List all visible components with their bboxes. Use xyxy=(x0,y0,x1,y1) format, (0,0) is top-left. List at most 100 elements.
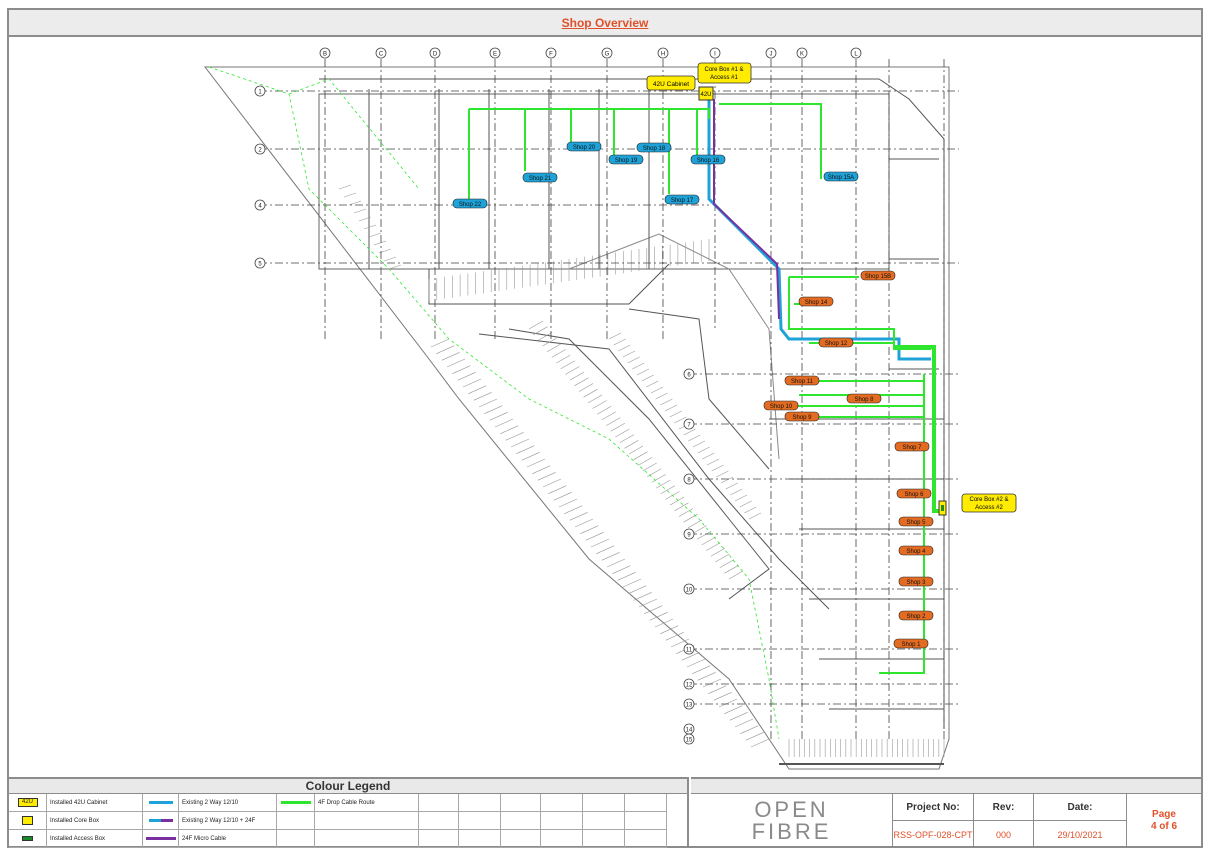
project-value: RSS-OPF-028-CPT xyxy=(893,829,973,840)
equipment: 42U xyxy=(698,86,947,516)
core-box-2-line-2: Access #2 xyxy=(975,505,1003,511)
grid-bubble-top: B xyxy=(319,47,331,59)
legend-empty xyxy=(583,830,625,848)
access-box-marker xyxy=(941,505,944,511)
callouts: 42U Cabinet Core Box #1 & Access #1 Core… xyxy=(646,62,1017,513)
grid-bubble-top: H xyxy=(657,47,669,59)
grid-bubble-top: F xyxy=(545,47,557,59)
svg-text:Shop 1: Shop 1 xyxy=(901,642,921,648)
cabinet-42u-marker xyxy=(698,86,714,101)
svg-text:4: 4 xyxy=(258,204,262,210)
legend-empty xyxy=(315,812,419,830)
rev-value: 000 xyxy=(995,829,1012,840)
svg-text:Shop 21: Shop 21 xyxy=(529,176,552,182)
legend-empty xyxy=(583,794,625,812)
svg-text:Shop 9: Shop 9 xyxy=(792,415,812,421)
drop-cable-swatch xyxy=(277,794,315,812)
legend-empty xyxy=(541,794,583,812)
title-block: OPEN FIBRE Project No: RSS-OPF-028-CPT R… xyxy=(691,777,1201,848)
svg-text:H: H xyxy=(661,52,665,58)
svg-text:B: B xyxy=(323,52,327,58)
cable-routes xyxy=(468,97,944,674)
grid-bubble-right: 8 xyxy=(683,473,695,485)
grid-bubble-top: J xyxy=(765,47,777,59)
core-box-swatch xyxy=(9,812,47,830)
title-block-header xyxy=(691,779,1201,794)
shop-label: Shop 10 xyxy=(763,400,799,411)
svg-text:K: K xyxy=(800,52,804,58)
cabinet-callout xyxy=(646,75,696,91)
legend-cable-24f: Existing 2 Way 12/10 + 24F xyxy=(179,812,277,830)
legend-empty xyxy=(419,830,459,848)
page-label: Page xyxy=(1152,809,1176,820)
svg-text:Shop 4: Shop 4 xyxy=(906,549,926,555)
grid-bubble-right: 6 xyxy=(683,368,695,380)
core-box-2-line-1: Core Box #2 & xyxy=(969,497,1008,503)
legend-item-access-box: Installed Access Box xyxy=(47,830,143,848)
svg-text:Shop 16: Shop 16 xyxy=(697,158,720,164)
legend-item-cabinet: Installed 42U Cabinet xyxy=(47,794,143,812)
grid-bubble-right: 12 xyxy=(683,678,695,690)
access-box-swatch xyxy=(9,830,47,848)
legend-empty xyxy=(419,812,459,830)
svg-text:Shop 17: Shop 17 xyxy=(671,198,694,204)
logo-top: OPEN xyxy=(754,797,829,822)
drawing-sheet: Shop Overview xyxy=(7,8,1203,848)
shop-label: Shop 15A xyxy=(823,171,859,182)
legend-empty xyxy=(501,812,541,830)
shop-label: Shop 9 xyxy=(784,411,820,422)
shop-label: Shop 22 xyxy=(452,198,488,209)
revision-cell: Rev: 000 xyxy=(974,794,1034,848)
core-box-1-callout xyxy=(697,62,752,84)
svg-text:Shop 2: Shop 2 xyxy=(906,614,926,620)
page-value: 4 of 6 xyxy=(1150,821,1178,832)
legend-empty xyxy=(315,830,419,848)
grid-bubble-right: 9 xyxy=(683,528,695,540)
svg-text:2: 2 xyxy=(258,148,262,154)
cabinet-swatch-label: 42U xyxy=(17,798,38,807)
svg-text:1: 1 xyxy=(258,90,262,96)
cabinet-swatch: 42U xyxy=(9,794,47,812)
project-label: Project No: xyxy=(893,794,973,821)
legend-route-drop: 4F Drop Cable Route xyxy=(315,794,419,812)
legend-grid: 42U Installed 42U Cabinet Existing 2 Way… xyxy=(9,794,687,848)
grid-bubble-right: 15 xyxy=(683,733,695,745)
svg-text:9: 9 xyxy=(687,533,691,539)
shop-label: Shop 18 xyxy=(636,142,672,153)
shop-label: Shop 12 xyxy=(818,337,854,348)
svg-text:Shop 6: Shop 6 xyxy=(904,492,924,498)
svg-text:C: C xyxy=(379,52,384,58)
legend-title: Colour Legend xyxy=(9,779,687,794)
svg-text:Shop 11: Shop 11 xyxy=(791,379,814,385)
legend-cable-micro: 24F Micro Cable xyxy=(179,830,277,848)
svg-text:Shop 5: Shop 5 xyxy=(906,520,926,526)
legend-cable-existing: Existing 2 Way 12/10 xyxy=(179,794,277,812)
svg-text:E: E xyxy=(493,52,497,58)
legend-empty xyxy=(625,830,667,848)
micro-cable-swatch xyxy=(143,830,179,848)
date-value: 29/10/2021 xyxy=(1057,829,1103,840)
grid-bubble-right: 14 xyxy=(683,723,695,735)
svg-text:Shop 15A: Shop 15A xyxy=(828,175,854,181)
svg-text:Shop 3: Shop 3 xyxy=(906,580,926,586)
page-title: Shop Overview xyxy=(561,15,649,30)
shop-label: Shop 21 xyxy=(522,172,558,183)
svg-text:Shop 8: Shop 8 xyxy=(854,397,874,403)
grid-bubble-top: K xyxy=(796,47,808,59)
core-box-1-line-1: Core Box #1 & xyxy=(704,67,743,73)
svg-text:7: 7 xyxy=(687,423,691,429)
svg-text:D: D xyxy=(433,52,438,58)
svg-text:13: 13 xyxy=(686,703,693,709)
svg-text:L: L xyxy=(854,52,858,58)
shop-label: Shop 17 xyxy=(664,194,700,205)
existing-24f-swatch xyxy=(143,812,179,830)
shop-label: Shop 6 xyxy=(896,488,932,499)
svg-text:15: 15 xyxy=(686,738,693,744)
shop-label: Shop 19 xyxy=(608,154,644,165)
legend-empty xyxy=(541,812,583,830)
grid-bubble-right: 10 xyxy=(683,583,695,595)
shop-label: Shop 4 xyxy=(898,545,934,556)
grid-bubble-top: E xyxy=(489,47,501,59)
grid-bubble-left: 5 xyxy=(254,257,266,269)
